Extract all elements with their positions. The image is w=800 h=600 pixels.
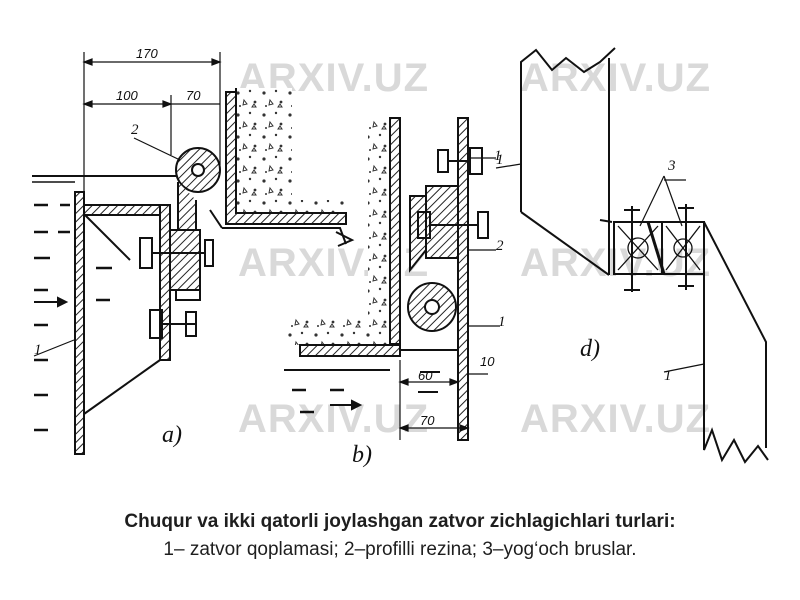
watermark-text: ARXIV.UZ [520, 397, 711, 441]
part-label: 3 [667, 158, 676, 174]
panel-a-drawing [32, 52, 355, 455]
part-label: 2 [131, 122, 139, 138]
dimension-label: 70 [186, 88, 201, 103]
caption-title: Chuqur va ikki qatorli joylashgan zatvor… [124, 511, 676, 532]
figure-caption: Chuqur va ikki qatorli joylashgan zatvor… [0, 508, 800, 564]
watermark-text: ARXIV.UZ [520, 56, 711, 100]
panel-label-d: d) [580, 336, 600, 362]
part-label: 1 [664, 368, 672, 384]
part-label: 1 [34, 342, 42, 358]
part-label: 1 [496, 152, 504, 168]
watermark-group: ARXIV.UZ ARXIV.UZ ARXIV.UZ ARXIV.UZ ARXI… [238, 56, 711, 441]
panel-label-b: b) [352, 442, 372, 468]
dimension-label: 10 [480, 354, 495, 369]
part-label: 1 [494, 148, 502, 164]
panel-label-a: a) [162, 422, 182, 448]
panel-b-drawing [284, 117, 500, 441]
dimension-label: 100 [116, 88, 138, 103]
dimension-label: 70 [420, 413, 435, 428]
dimension-label: 60 [418, 368, 433, 383]
part-label: 2 [496, 238, 504, 254]
caption-legend: 1– zatvor qoplamasi; 2–profilli rezina; … [163, 539, 637, 560]
part-label: 1 [498, 314, 506, 330]
dimension-label: 170 [136, 46, 158, 61]
watermark-text: ARXIV.UZ [520, 241, 711, 285]
panel-d-drawing [495, 47, 769, 464]
